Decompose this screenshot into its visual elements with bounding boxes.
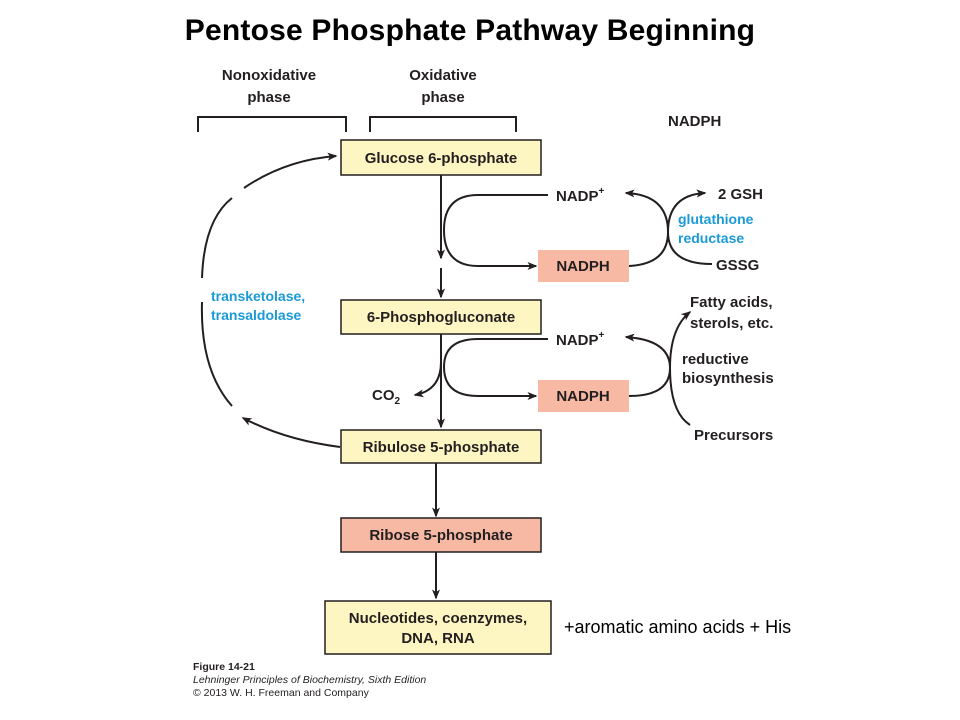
ribulose-5-phosphate-box [340, 429, 542, 464]
gssg-label: GSSG [716, 257, 759, 274]
ribose-5-phosphate-label: Ribose 5-phosphate [369, 527, 512, 544]
precursors-label: Precursors [694, 427, 773, 444]
book-title: Lehninger Principles of Biochemistry, Si… [193, 674, 427, 686]
ru5p-to-arc-arrow [241, 417, 341, 448]
arc-lower [200, 301, 233, 407]
glutathione-reductase-label-1: glutathione [678, 211, 754, 227]
nadph-to-biosynthesis [628, 367, 671, 397]
precursors-curve [669, 367, 691, 426]
nadph-to-glutathione [628, 231, 669, 267]
oxidative-bracket [369, 116, 517, 132]
nadph-box-1-label: NADPH [556, 258, 609, 275]
figure-number: Figure 14-21 [193, 661, 255, 673]
nucleotides-label-line2: DNA, RNA [401, 630, 474, 647]
nadp-regeneration-arrow-2 [624, 333, 671, 369]
glucose-6-phosphate-label: Glucose 6-phosphate [365, 150, 518, 167]
figure-caption: Figure 14-21 Lehninger Principles of Bio… [193, 661, 426, 700]
nadp-plus-label-2: NADP+ [556, 330, 605, 349]
oxidative-phase-label-2: phase [421, 89, 464, 106]
nucleotides-label-line1: Nucleotides, coenzymes, [349, 610, 527, 627]
nonoxidative-phase-label: Nonoxidative [222, 67, 316, 84]
nadph-header: NADPH [668, 113, 721, 130]
fatty-acids-label-2: sterols, etc. [690, 315, 773, 332]
glucose-6-phosphate-box [340, 139, 542, 176]
arc-to-g6p-arrow [243, 152, 338, 189]
oxidative-phase-label: Oxidative [409, 67, 477, 84]
6-phosphogluconate-box [340, 299, 542, 335]
glutathione-reductase-label-2: reductase [678, 230, 744, 246]
co2-label: CO2 [372, 387, 401, 407]
nadp-loop-1 [442, 194, 548, 270]
aromatic-amino-acids-annotation: +aromatic amino acids + His [564, 617, 792, 637]
two-gsh-label: 2 GSH [718, 186, 763, 203]
co2-release-arrow [413, 361, 442, 398]
copyright-line: © 2013 W. H. Freeman and Company [193, 687, 369, 699]
page-title: Pentose Phosphate Pathway Beginning [184, 14, 756, 47]
nadph-box-2 [538, 380, 629, 412]
transaldolase-label: transaldolase [211, 307, 301, 323]
nadph-box-2-label: NADPH [556, 388, 609, 405]
6-phosphogluconate-label: 6-Phosphogluconate [367, 309, 515, 326]
nadp-loop-2 [442, 338, 548, 400]
nadph-box-1 [538, 250, 629, 282]
arc-upper [201, 197, 233, 279]
nonoxidative-phase-label-2: phase [247, 89, 290, 106]
fatty-acids-label-1: Fatty acids, [690, 294, 773, 311]
reductive-biosynthesis-label-1: reductive [682, 351, 749, 368]
nadp-plus-label-1: NADP+ [556, 186, 605, 205]
reductive-biosynthesis-label-2: biosynthesis [682, 370, 774, 387]
nadp-regeneration-arrow-1 [624, 189, 669, 233]
ribulose-5-phosphate-label: Ribulose 5-phosphate [363, 439, 520, 456]
ribose-5-phosphate-box [340, 517, 542, 553]
nonoxidative-bracket [197, 116, 347, 132]
transketolase-label: transketolase, [211, 288, 305, 304]
nucleotides-box [324, 600, 552, 655]
